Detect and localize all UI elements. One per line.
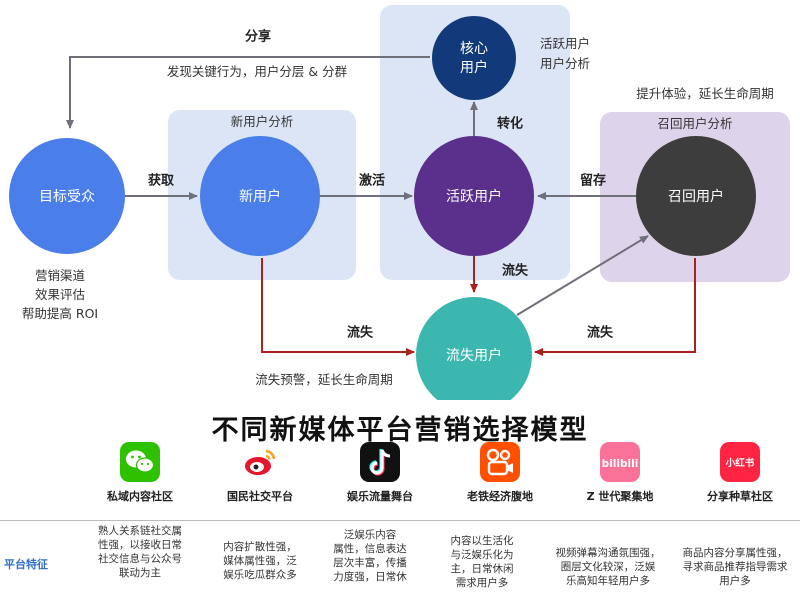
acquire-label: 获取 — [148, 173, 175, 189]
platform-xiaohongshu[interactable]: 小红书 分享种草社区 — [680, 442, 800, 504]
weibo-icon — [240, 442, 280, 482]
churn-new-arrow — [261, 258, 415, 356]
platform-weibo[interactable]: 国民社交平台 — [200, 442, 320, 504]
svg-text:召回用户: 召回用户 — [668, 188, 724, 205]
platform-bilibili[interactable]: bilibili Z 世代聚集地 — [560, 442, 680, 504]
feature-bilibili: 视频弹幕沟通氛围强，圈层文化较深，泛娱乐高知年轻用户多 — [555, 547, 661, 587]
discover-note: 发现关键行为，用户分层 & 分群 — [167, 64, 348, 79]
platform-name: 老铁经济腹地 — [467, 490, 533, 503]
recall-user-node: 召回用户 — [636, 136, 756, 256]
share-arrow — [66, 56, 430, 129]
feature-wechat: 熟人关系链社交属性强，以接收日常社交信息与公众号联动为主 — [98, 525, 182, 579]
new-user-group-title: 新用户分析 — [231, 114, 294, 129]
bilibili-icon: bilibili — [600, 442, 640, 482]
target-note-1: 营销渠道 — [35, 268, 86, 283]
platform-name: 国民社交平台 — [227, 490, 293, 503]
core-user-node: 核心 用户 — [432, 16, 516, 100]
active-user-node: 活跃用户 — [414, 136, 534, 256]
platform-name: 私域内容社区 — [107, 490, 173, 503]
target-note-2: 效果评估 — [35, 287, 85, 302]
recall-user-group-title: 召回用户分析 — [657, 116, 732, 131]
lost-user-node: 流失用户 — [416, 297, 532, 400]
feature-xiaohongshu: 商品内容分享属性强，寻求商品推荐指导需求用户多 — [682, 547, 788, 587]
feature-tiktok: 泛娱乐内容属性，信息表达层次丰富，传播力度强，日常休 — [333, 529, 407, 583]
svg-text:活跃用户: 活跃用户 — [446, 188, 502, 205]
active-analysis-note-2: 用户分析 — [540, 56, 590, 71]
platform-wechat[interactable]: 私域内容社区 — [80, 442, 200, 504]
svg-text:流失用户: 流失用户 — [446, 347, 502, 364]
tiktok-icon — [360, 442, 400, 482]
new-user-node: 新用户 — [200, 136, 320, 256]
platform-name: 娱乐流量舞台 — [347, 490, 413, 503]
recall-from-lost-arrow — [516, 235, 649, 316]
platform-kuaishou[interactable]: 老铁经济腹地 — [440, 442, 560, 504]
churn-recall-label: 流失 — [587, 325, 614, 341]
section-title: 不同新媒体平台营销选择模型 — [211, 415, 589, 446]
churn-recall-arrow — [534, 258, 696, 356]
xiaohongshu-icon: 小红书 — [720, 442, 760, 482]
feature-weibo: 内容扩散性强，媒体属性强，泛娱乐吃瓜群众多 — [223, 541, 297, 581]
user-lifecycle-diagram: 新用户分析 召回用户分析 分享 发现关键行为，用户分层 & 分群 获取 激活 转… — [9, 5, 790, 400]
table-divider — [0, 520, 800, 521]
platform-name: Z 世代聚集地 — [586, 490, 654, 503]
svg-text:小红书: 小红书 — [725, 457, 755, 469]
retain-label: 留存 — [580, 173, 606, 189]
svg-text:核心: 核心 — [460, 41, 488, 57]
platform-tiktok[interactable]: 娱乐流量舞台 — [320, 442, 440, 504]
target-audience-node: 目标受众 — [9, 138, 125, 254]
active-analysis-note-1: 活跃用户 — [540, 36, 590, 51]
share-label: 分享 — [245, 29, 271, 45]
wechat-icon — [120, 442, 160, 482]
features-row-label: 平台特征 — [4, 558, 48, 571]
activate-label: 激活 — [359, 173, 385, 189]
churn-warning-note: 流失预警，延长生命周期 — [255, 372, 393, 387]
churn-active-label: 流失 — [502, 263, 529, 279]
feature-kuaishou: 内容以生活化与泛娱乐化为主，日常休闲需求用户多 — [450, 535, 514, 589]
convert-label: 转化 — [497, 116, 523, 132]
svg-text:目标受众: 目标受众 — [39, 189, 95, 205]
svg-text:新用户: 新用户 — [239, 188, 281, 205]
churn-new-label: 流失 — [347, 325, 374, 341]
target-note-3: 帮助提高 ROI — [22, 306, 98, 321]
improve-experience-note: 提升体验，延长生命周期 — [636, 86, 774, 101]
svg-text:bilibili: bilibili — [602, 458, 639, 470]
kuaishou-icon — [480, 442, 520, 482]
svg-text:用户: 用户 — [460, 59, 488, 76]
platform-name: 分享种草社区 — [707, 490, 773, 503]
